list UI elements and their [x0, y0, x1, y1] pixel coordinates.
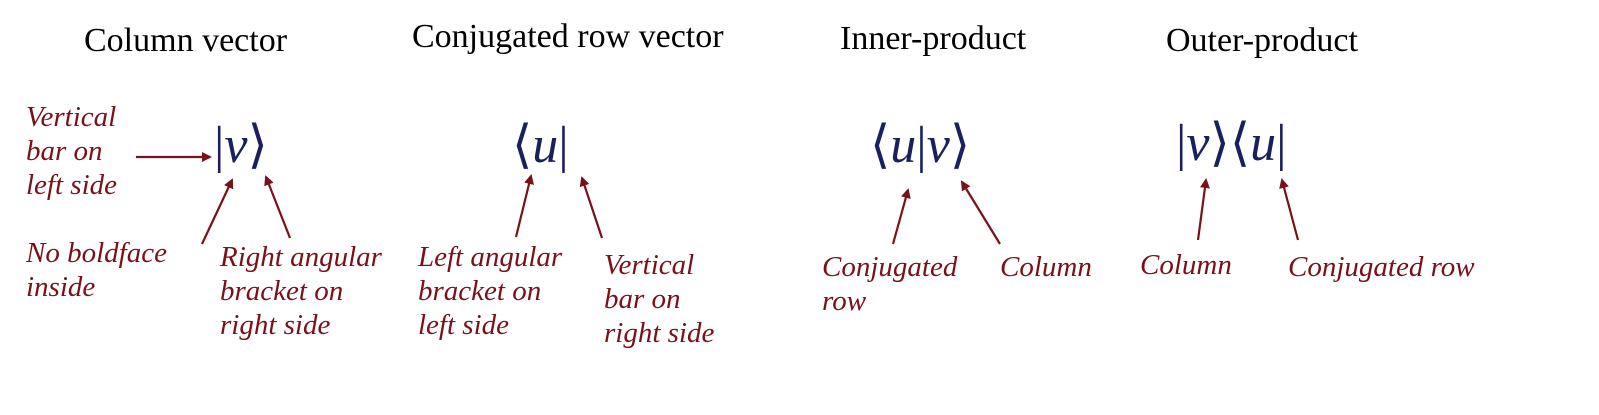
arrow-to-outer-ket	[1196, 178, 1210, 241]
ket-symbol: v	[224, 117, 248, 174]
arrow-to-bra-left-bracket	[514, 174, 534, 238]
outer-symbol-u: u	[1250, 115, 1277, 172]
annotation-outer-conjugated-row: Conjugated row	[1288, 251, 1475, 283]
heading-column-vector: Column vector	[84, 22, 288, 59]
annotation-outer-column: Column	[1140, 249, 1232, 281]
bra-left-angle-bracket: ⟨	[512, 117, 533, 174]
arrow-to-inner-bra	[891, 188, 911, 245]
bra-symbol: u	[532, 117, 559, 174]
inner-vertical-bar: |	[916, 117, 927, 174]
inner-symbol-v: v	[926, 117, 950, 174]
outer-symbol-v: v	[1186, 115, 1210, 172]
inner-left-angle-bracket: ⟨	[870, 117, 891, 174]
bra-vertical-bar: |	[558, 117, 569, 174]
ket-vertical-bar: |	[214, 117, 225, 174]
bra-notation: ⟨u|	[512, 120, 569, 172]
annotation-vertical-bar-right: Vertical bar on right side	[604, 249, 715, 349]
annotation-no-boldface: No boldface inside	[26, 237, 167, 303]
arrow-to-inner-ket	[960, 180, 1001, 245]
annotation-right-angular-bracket: Right angular bracket on right side	[220, 241, 382, 341]
annotation-vertical-bar-left: Vertical bar on left side	[26, 101, 118, 201]
outer-product-notation: |v⟩⟨u|	[1176, 118, 1287, 170]
outer-vertical-bar-left: |	[1176, 115, 1187, 172]
outer-right-angle-bracket: ⟩	[1209, 115, 1230, 172]
heading-conjugated-row-vector: Conjugated row vector	[412, 18, 724, 55]
heading-outer-product: Outer-product	[1166, 22, 1358, 59]
heading-inner-product: Inner-product	[840, 20, 1027, 57]
arrow-to-ket-right-bracket	[264, 175, 292, 239]
arrow-to-ket-symbol	[201, 178, 234, 245]
outer-vertical-bar-right: |	[1276, 115, 1287, 172]
inner-symbol-u: u	[890, 117, 917, 174]
arrow-to-bra-vertical-bar	[579, 176, 604, 239]
annotation-left-angular-bracket: Left angular bracket on left side	[418, 241, 563, 341]
annotation-inner-column: Column	[1000, 251, 1092, 283]
ket-right-angle-bracket: ⟩	[247, 117, 268, 174]
annotation-inner-conjugated-row: Conjugated row	[822, 251, 958, 317]
outer-left-angle-bracket: ⟨	[1229, 115, 1251, 172]
arrow-to-outer-bra	[1279, 178, 1300, 241]
inner-product-notation: ⟨u|v⟩	[870, 120, 970, 172]
inner-right-angle-bracket: ⟩	[949, 117, 971, 174]
ket-notation: |v⟩	[214, 120, 268, 172]
